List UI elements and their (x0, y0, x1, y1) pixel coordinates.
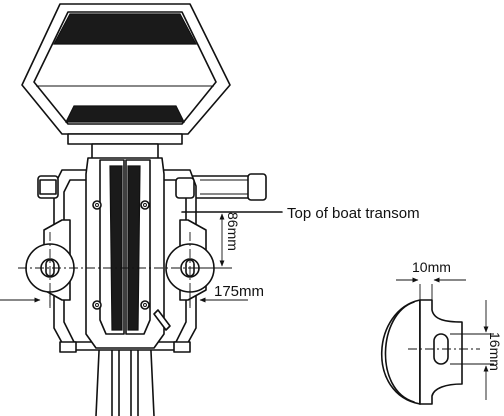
transom-label: Top of boat transom (287, 205, 420, 222)
slot-height-label: 16mm (487, 332, 503, 371)
slot-width-label: 10mm (412, 259, 451, 275)
height-dimension-label: 86mm (225, 212, 241, 251)
clamp-bracket (37, 157, 207, 353)
tiller-handle (189, 173, 267, 201)
slot-detail-view (380, 299, 480, 405)
motor-head (21, 3, 231, 145)
width-dimension-label: 175mm (214, 283, 264, 300)
